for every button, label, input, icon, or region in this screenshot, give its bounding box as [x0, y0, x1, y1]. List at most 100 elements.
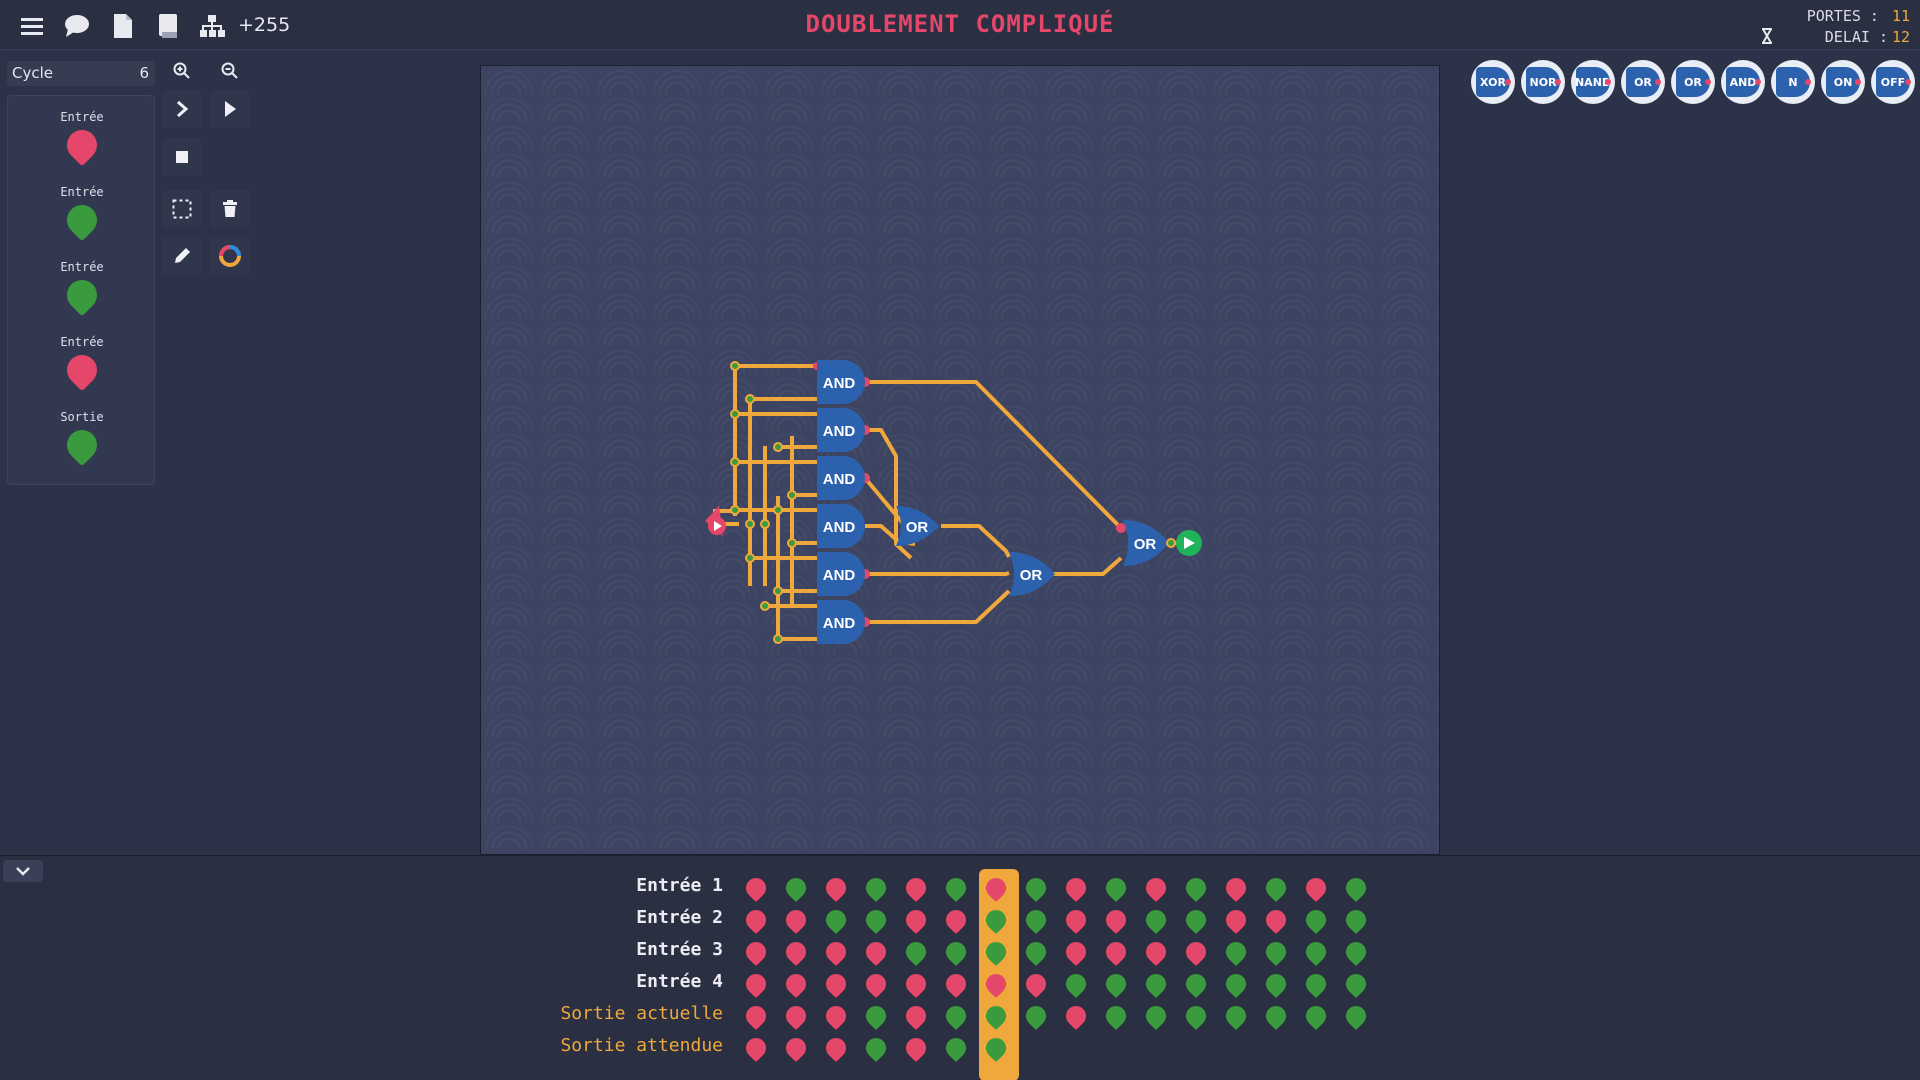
truth-cell	[1061, 937, 1091, 967]
io-item[interactable]: Entrée	[8, 185, 156, 242]
truth-cell	[781, 937, 811, 967]
io-led[interactable]	[60, 198, 104, 242]
book-icon[interactable]	[154, 12, 182, 40]
truth-cell	[821, 873, 851, 903]
palette-gate-button[interactable]: AND	[1721, 60, 1765, 104]
io-led[interactable]	[60, 123, 104, 167]
palette-gate-button[interactable]: OR	[1621, 60, 1665, 104]
truth-cell	[1141, 1001, 1171, 1031]
zoom-in-button[interactable]	[162, 58, 202, 84]
palette-gate-button[interactable]: N	[1771, 60, 1815, 104]
and-gate[interactable]: AND	[817, 456, 865, 500]
collapse-button[interactable]	[3, 860, 43, 882]
and-gate[interactable]: AND	[817, 408, 865, 452]
io-label: Entrée	[60, 110, 104, 124]
truth-cell	[821, 1001, 851, 1031]
document-icon[interactable]	[109, 12, 137, 40]
play-button[interactable]	[210, 90, 250, 128]
truth-cell	[1181, 873, 1211, 903]
io-led[interactable]	[60, 273, 104, 317]
chat-icon[interactable]	[63, 12, 91, 40]
select-button[interactable]	[162, 190, 202, 228]
truth-cell	[821, 1033, 851, 1063]
truth-cell	[1341, 905, 1371, 935]
delete-button[interactable]	[210, 190, 250, 228]
truth-cell	[901, 873, 931, 903]
pencil-icon	[175, 248, 190, 263]
truth-cell	[941, 1033, 971, 1063]
menu-icon[interactable]	[18, 12, 46, 40]
and-gate[interactable]: AND	[817, 504, 865, 548]
truth-cell	[901, 1033, 931, 1063]
io-item[interactable]: Entrée	[8, 110, 156, 167]
truth-cell	[741, 905, 771, 935]
io-item[interactable]: Entrée	[8, 260, 156, 317]
hourglass-icon	[1761, 28, 1773, 48]
truth-cell	[1061, 905, 1091, 935]
step-icon	[177, 100, 189, 118]
truth-cell	[1181, 969, 1211, 999]
stats: PORTES : 11 DELAI :12	[1807, 6, 1910, 48]
io-item[interactable]: Entrée	[8, 335, 156, 392]
truth-cell	[1341, 873, 1371, 903]
truth-cell	[1221, 905, 1251, 935]
and-gate-label: AND	[823, 471, 856, 488]
palette-gate-label: AND	[1726, 67, 1760, 97]
truth-cell	[1341, 1001, 1371, 1031]
truth-cell	[1061, 873, 1091, 903]
truth-cell	[741, 1001, 771, 1031]
truth-row-label: Entrée 4	[636, 971, 723, 992]
and-gate-label: AND	[823, 615, 856, 632]
palette-gate-button[interactable]: OR	[1671, 60, 1715, 104]
step-button[interactable]	[162, 90, 202, 128]
truth-cell	[1261, 873, 1291, 903]
or-gate-label: OR	[906, 519, 929, 536]
palette-gate-button[interactable]: NAND	[1571, 60, 1615, 104]
cycle-counter: Cycle 6	[7, 61, 155, 86]
truth-cell	[1141, 905, 1171, 935]
and-gate[interactable]: AND	[817, 600, 865, 644]
output-sink[interactable]	[1166, 530, 1202, 556]
truth-cell	[741, 969, 771, 999]
input-source[interactable]	[705, 506, 726, 536]
io-label: Entrée	[60, 260, 104, 274]
truth-cell	[781, 969, 811, 999]
truth-cell	[1301, 905, 1331, 935]
truth-cell	[1301, 937, 1331, 967]
truth-cell	[1261, 937, 1291, 967]
zoom-out-button[interactable]	[210, 58, 250, 84]
hierarchy-icon[interactable]	[198, 12, 226, 40]
io-item[interactable]: Sortie	[8, 410, 156, 467]
io-led[interactable]	[60, 423, 104, 467]
truth-cell	[941, 1001, 971, 1031]
palette-gate-button[interactable]: NOR	[1521, 60, 1565, 104]
truth-cell	[901, 1001, 931, 1031]
or-gate[interactable]: OR	[1009, 552, 1055, 596]
io-led[interactable]	[60, 348, 104, 392]
stop-button[interactable]	[162, 138, 202, 176]
palette-gate-button[interactable]: OFF	[1871, 60, 1915, 104]
and-gate[interactable]: AND	[817, 552, 865, 596]
and-gate[interactable]: AND	[817, 360, 865, 404]
palette-gate-button[interactable]: XOR	[1471, 60, 1515, 104]
truth-cell	[1061, 969, 1091, 999]
palette-gate-label: OR	[1626, 67, 1660, 97]
output-pin	[1505, 79, 1511, 85]
zoom-out-icon	[221, 62, 238, 79]
or-gate[interactable]: OR	[896, 506, 939, 546]
truth-cell	[1221, 873, 1251, 903]
truth-row-label: Sortie attendue	[560, 1035, 723, 1056]
palette-gate-label: N	[1776, 67, 1810, 97]
pencil-button[interactable]	[162, 237, 202, 275]
color-button[interactable]	[210, 237, 250, 275]
palette-gate-button[interactable]: ON	[1821, 60, 1865, 104]
portes-value: 11	[1891, 7, 1910, 25]
truth-cell	[1021, 873, 1051, 903]
or-gate[interactable]: OR	[1123, 520, 1169, 566]
truth-cell	[1261, 1001, 1291, 1031]
truth-cell	[1341, 937, 1371, 967]
